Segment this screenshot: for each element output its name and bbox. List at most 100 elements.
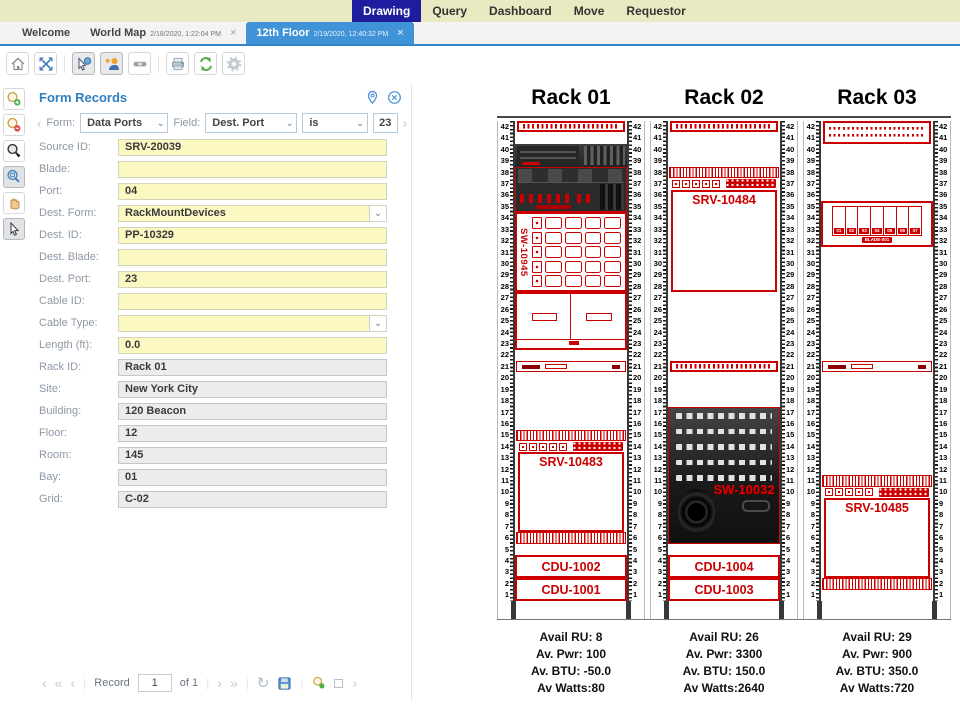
settings-button[interactable] (222, 52, 245, 75)
filter-forward-icon[interactable]: › (402, 115, 408, 131)
field-row-dest-blade: Dest. Blade: (30, 246, 411, 268)
link-cable-button[interactable] (128, 52, 151, 75)
zoom-record-icon[interactable] (312, 676, 326, 690)
blade-slot[interactable]: 03 (858, 205, 872, 236)
device-cdu-1001[interactable]: CDU-1001 (515, 578, 627, 601)
device-server1u[interactable] (822, 361, 932, 373)
field-length-ft[interactable]: 0.0 (118, 336, 387, 354)
rack-unit-number: 2 (939, 578, 944, 588)
expand-icon[interactable]: › (352, 675, 358, 691)
device-patch[interactable] (823, 121, 931, 144)
device-patch[interactable] (670, 121, 778, 133)
fast-prev-icon[interactable]: « (54, 675, 63, 691)
device-ports[interactable] (670, 178, 778, 189)
field-dest-blade[interactable] (118, 248, 387, 266)
filter-operator-select[interactable]: is ⌄ (302, 113, 368, 133)
print-button[interactable] (166, 52, 189, 75)
select-button[interactable] (3, 218, 25, 240)
fit-view-button[interactable] (34, 52, 57, 75)
device-ports[interactable] (823, 487, 931, 498)
selection-box-icon[interactable] (333, 678, 343, 688)
blade-slot[interactable]: 04 (871, 205, 884, 236)
rack-unit-number: 8 (786, 510, 791, 520)
device-hatch[interactable] (669, 166, 779, 179)
device-cdu-1003[interactable]: CDU-1003 (668, 578, 780, 601)
record-number-input[interactable]: 1 (137, 674, 172, 692)
filter-form-select[interactable]: Data Ports ⌄ (80, 113, 169, 133)
pointer-mode-button[interactable] (72, 52, 95, 75)
filter-match-value[interactable]: 23 (372, 113, 398, 133)
separator: | (300, 676, 304, 690)
blade-slot[interactable]: 06 (896, 205, 910, 236)
device-hatch[interactable] (822, 578, 932, 590)
device-hatch[interactable] (822, 475, 932, 487)
pan-button[interactable] (3, 192, 25, 214)
field-cable-id[interactable] (118, 292, 387, 310)
chevron-down-icon[interactable]: ⌄ (369, 315, 386, 331)
device-photo-a[interactable] (515, 143, 627, 167)
zoom-window-button[interactable] (3, 140, 25, 162)
field-dest-form[interactable]: RackMountDevices⌄ (118, 204, 387, 222)
rack-unit-number: 20 (939, 373, 948, 383)
device-cdu-1002[interactable]: CDU-1002 (515, 555, 627, 579)
blade-slot[interactable]: 07 (909, 205, 923, 236)
field-value: 12 (125, 427, 138, 439)
nav-item-move[interactable]: Move (573, 4, 605, 18)
save-icon[interactable] (277, 676, 292, 691)
close-tab-icon[interactable]: × (229, 27, 237, 39)
nav-item-drawing[interactable]: Drawing (352, 0, 422, 22)
rack-unit-number: 9 (504, 498, 509, 508)
close-tab-icon[interactable]: × (397, 27, 404, 39)
refresh-button[interactable] (194, 52, 217, 75)
rack-unit-number: 34 (500, 213, 509, 223)
panel-header: Form Records (30, 84, 411, 110)
device-patch[interactable] (517, 121, 625, 133)
device-srv-10483[interactable]: SRV-10483 (518, 452, 624, 533)
next-record-icon[interactable]: › (217, 675, 222, 691)
zoom-fit-button[interactable] (3, 166, 25, 188)
field-value: 04 (125, 185, 138, 197)
diagram-objects-button[interactable] (100, 52, 123, 75)
rack-unit-number: 7 (633, 521, 638, 531)
blade-slot[interactable]: 05 (883, 205, 897, 236)
fast-next-icon[interactable]: » (229, 675, 238, 691)
first-record-icon[interactable]: ‹ (42, 675, 47, 691)
device-patch[interactable] (670, 361, 778, 373)
field-blade[interactable] (118, 160, 387, 178)
device-srv-10485[interactable]: SRV-10485 (824, 498, 930, 579)
blade-slot[interactable]: 02 (845, 205, 859, 236)
chevron-down-icon[interactable]: ⌄ (369, 205, 386, 221)
nav-item-query[interactable]: Query (432, 4, 468, 18)
nav-item-requestor[interactable]: Requestor (626, 4, 686, 18)
filter-field-select[interactable]: Dest. Port ⌄ (205, 113, 298, 133)
device-hatch[interactable] (516, 429, 626, 441)
device-cdu-1004[interactable]: CDU-1004 (668, 555, 780, 579)
close-icon[interactable] (387, 90, 402, 105)
device-panels2[interactable] (515, 292, 627, 350)
filter-back-icon[interactable]: ‹ (37, 115, 42, 131)
refresh-records-icon[interactable]: ↻ (256, 675, 270, 692)
device-photo-b[interactable] (515, 166, 627, 213)
device-srv-10484[interactable]: SRV-10484 (671, 189, 777, 293)
device-ports[interactable] (517, 441, 625, 452)
home-button[interactable] (6, 52, 29, 75)
blade-slot[interactable]: 01 (832, 205, 846, 236)
map-pin-icon[interactable] (365, 90, 380, 105)
field-port[interactable]: 04 (118, 182, 387, 200)
field-source-id[interactable]: SRV-20039 (118, 138, 387, 156)
prev-record-icon[interactable]: ‹ (70, 675, 76, 691)
field-dest-port[interactable]: 23 (118, 270, 387, 288)
field-dest-id[interactable]: PP-10329 (118, 226, 387, 244)
zoom-out-button[interactable] (3, 114, 25, 136)
zoom-in-button[interactable] (3, 88, 25, 110)
tab-welcome[interactable]: Welcome (12, 22, 80, 44)
device-hatch[interactable] (516, 532, 626, 544)
field-cable-type[interactable]: ⌄ (118, 314, 387, 332)
device-switchgrid[interactable]: SW-10945 (515, 212, 627, 293)
device-server1u[interactable] (516, 361, 626, 373)
nav-item-dashboard[interactable]: Dashboard (489, 4, 552, 18)
device-sw-10032[interactable]: SW-10032 (668, 406, 780, 544)
